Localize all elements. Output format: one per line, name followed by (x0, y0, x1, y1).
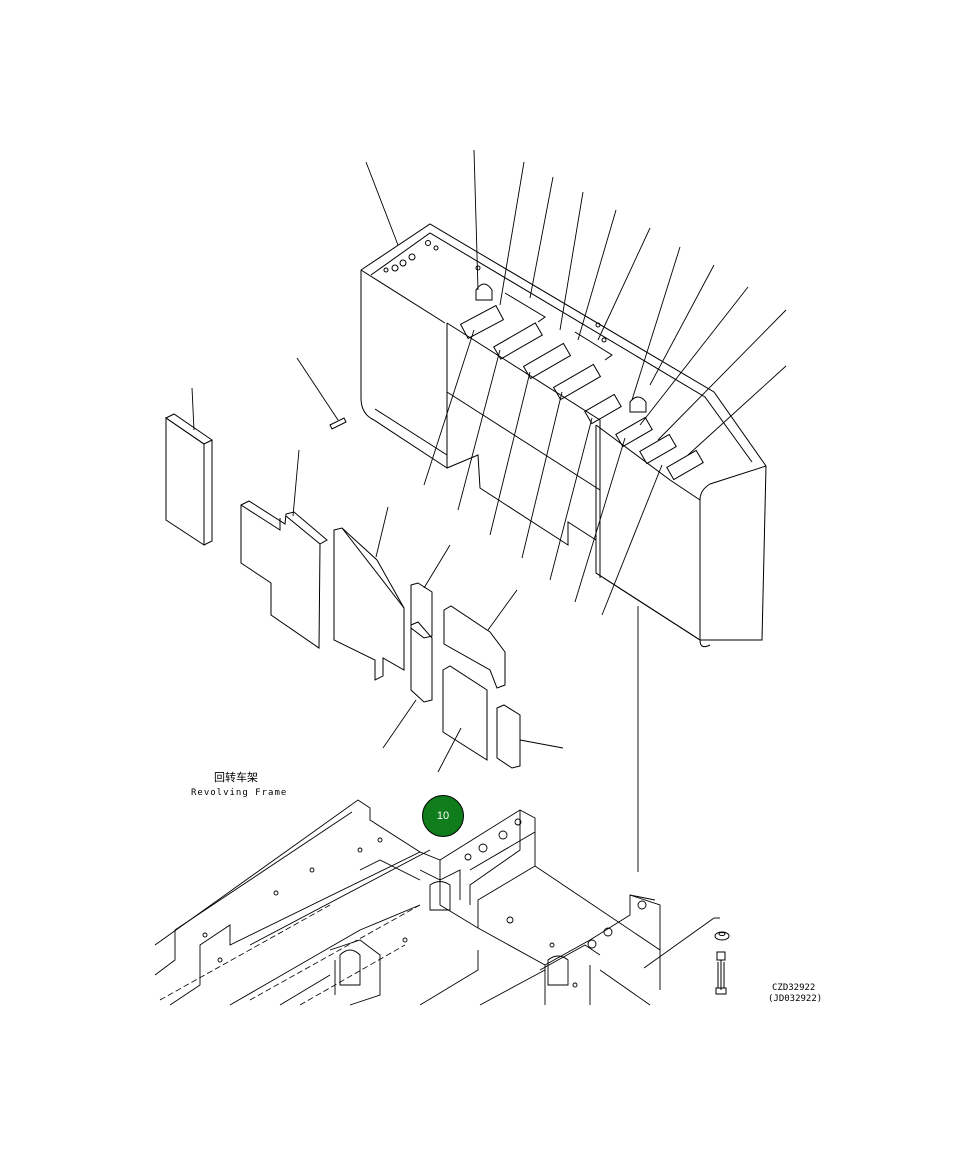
hidden-lines (159, 904, 421, 1006)
revolving-frame (154, 799, 661, 1006)
frame-label-english: Revolving Frame (191, 788, 288, 798)
bolt-small (329, 417, 347, 430)
washer-and-bolt (714, 931, 730, 995)
leader-lines (191, 149, 787, 969)
foam-pads (165, 413, 521, 769)
frame-label-chinese: 回转车架 (214, 771, 258, 784)
drawing-code-alt: (JD032922) (768, 994, 823, 1004)
counterweight-cover (360, 223, 767, 648)
callout-badge-10[interactable]: 10 (422, 795, 464, 837)
drawing-code: CZD32922 (772, 983, 816, 993)
